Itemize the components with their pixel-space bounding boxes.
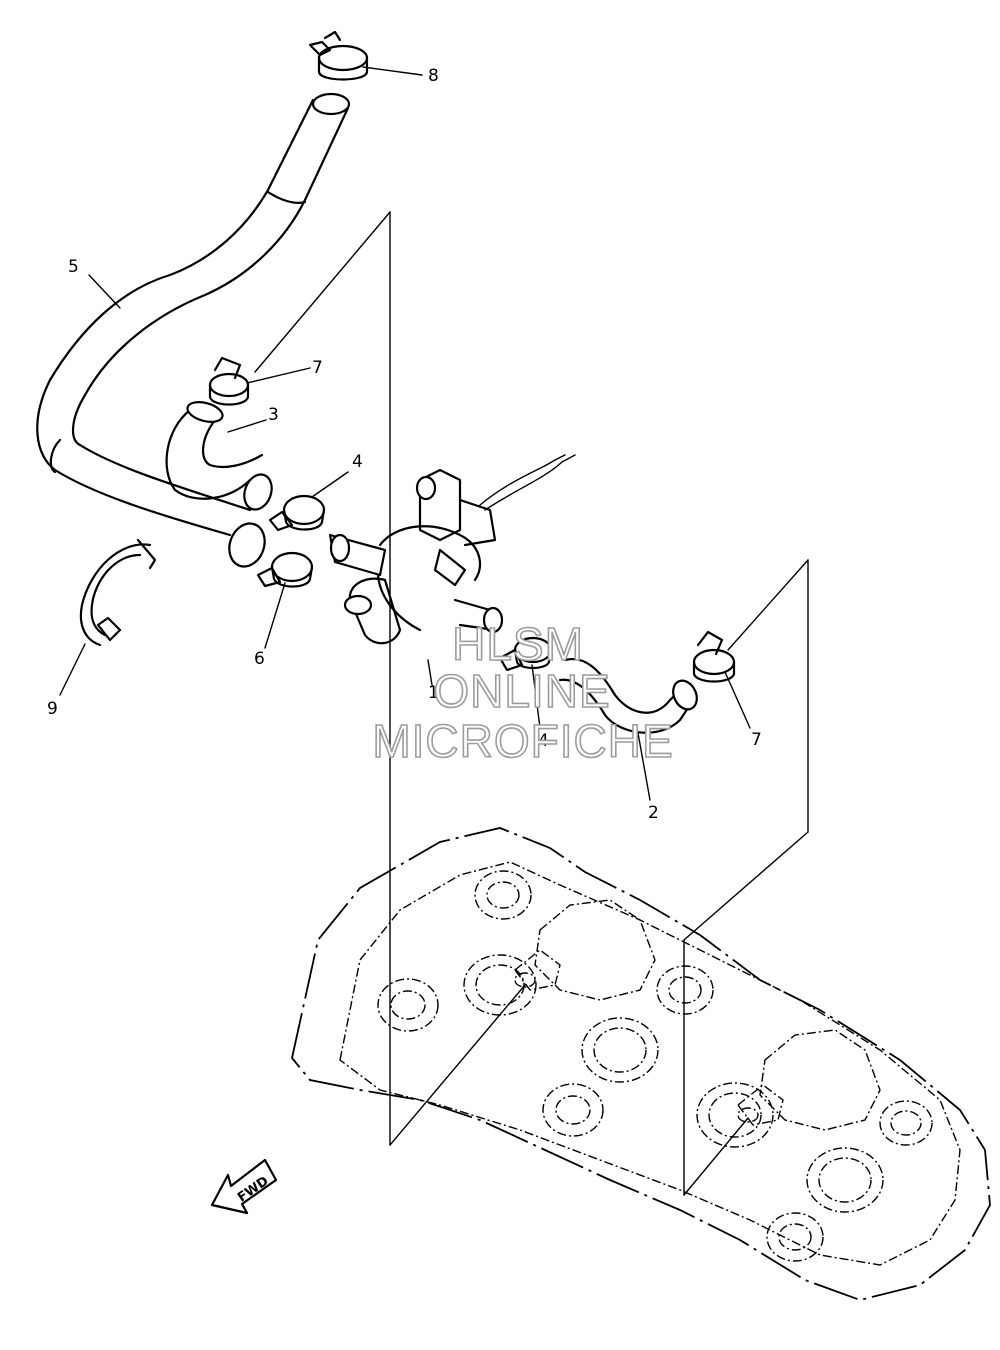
spark-plug-hole [806,1147,884,1213]
reed-valve-cover [737,1029,881,1131]
clamp-part-6 [256,551,314,588]
hose-part-2 [558,657,698,734]
reed-valve-cover [514,899,656,1001]
callout-2: 2 [648,803,659,823]
clamp-part-7-upper [208,356,250,406]
spark-plug-hole [656,965,714,1015]
callout-9: 9 [47,699,58,719]
callout-4-upper: 4 [352,452,363,472]
watermark-line-1: HLSM [452,618,584,670]
callout-5: 5 [68,257,79,277]
watermark: HLSM ONLINE MICROFICHE [372,617,674,768]
callout-leaders [59,66,751,801]
callout-4-lower: 4 [538,731,549,751]
callout-8: 8 [428,66,439,86]
watermark-line-2: ONLINE [433,665,610,717]
callout-7-lower: 7 [751,730,762,750]
clamp-part-7-lower [692,630,736,683]
hose-part-5 [36,92,351,568]
air-cut-valve-part-1 [328,454,576,645]
callout-3: 3 [268,405,279,425]
clamp-part-4-lower [498,636,553,672]
spark-plug-hole [474,870,532,920]
spark-plug-hole [766,1212,824,1262]
spark-plug-hole [377,978,439,1032]
spark-plug-hole [542,1083,604,1137]
callout-7-upper: 7 [312,358,323,378]
spark-plug-hole [581,1017,659,1083]
callout-6: 6 [254,649,265,669]
callout-1: 1 [428,683,439,703]
clamp-part-8 [308,30,369,81]
clamp-part-4-upper [268,494,326,532]
fwd-arrow-icon: FWD [210,1158,278,1215]
alignment-lines [254,211,809,1196]
spark-plug-hole [696,1082,774,1148]
cylinder-head-cover [291,827,991,1301]
hose-part-3 [165,401,273,511]
spark-plug-hole [879,1100,933,1146]
watermark-line-3: MICROFICHE [372,715,673,767]
band-part-9 [79,538,157,647]
